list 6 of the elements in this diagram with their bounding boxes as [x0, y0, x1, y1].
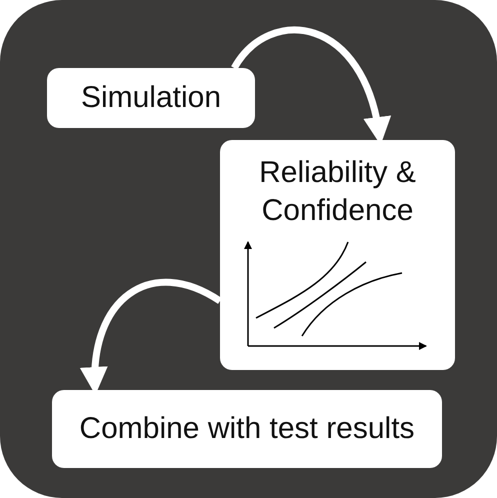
process-box — [220, 140, 455, 370]
node-text: Combine with test results — [79, 411, 415, 447]
process-box — [47, 68, 255, 128]
node-text: Reliability & Confidence — [258, 155, 417, 229]
node-text: Simulation — [80, 80, 222, 116]
process-box — [52, 390, 442, 468]
